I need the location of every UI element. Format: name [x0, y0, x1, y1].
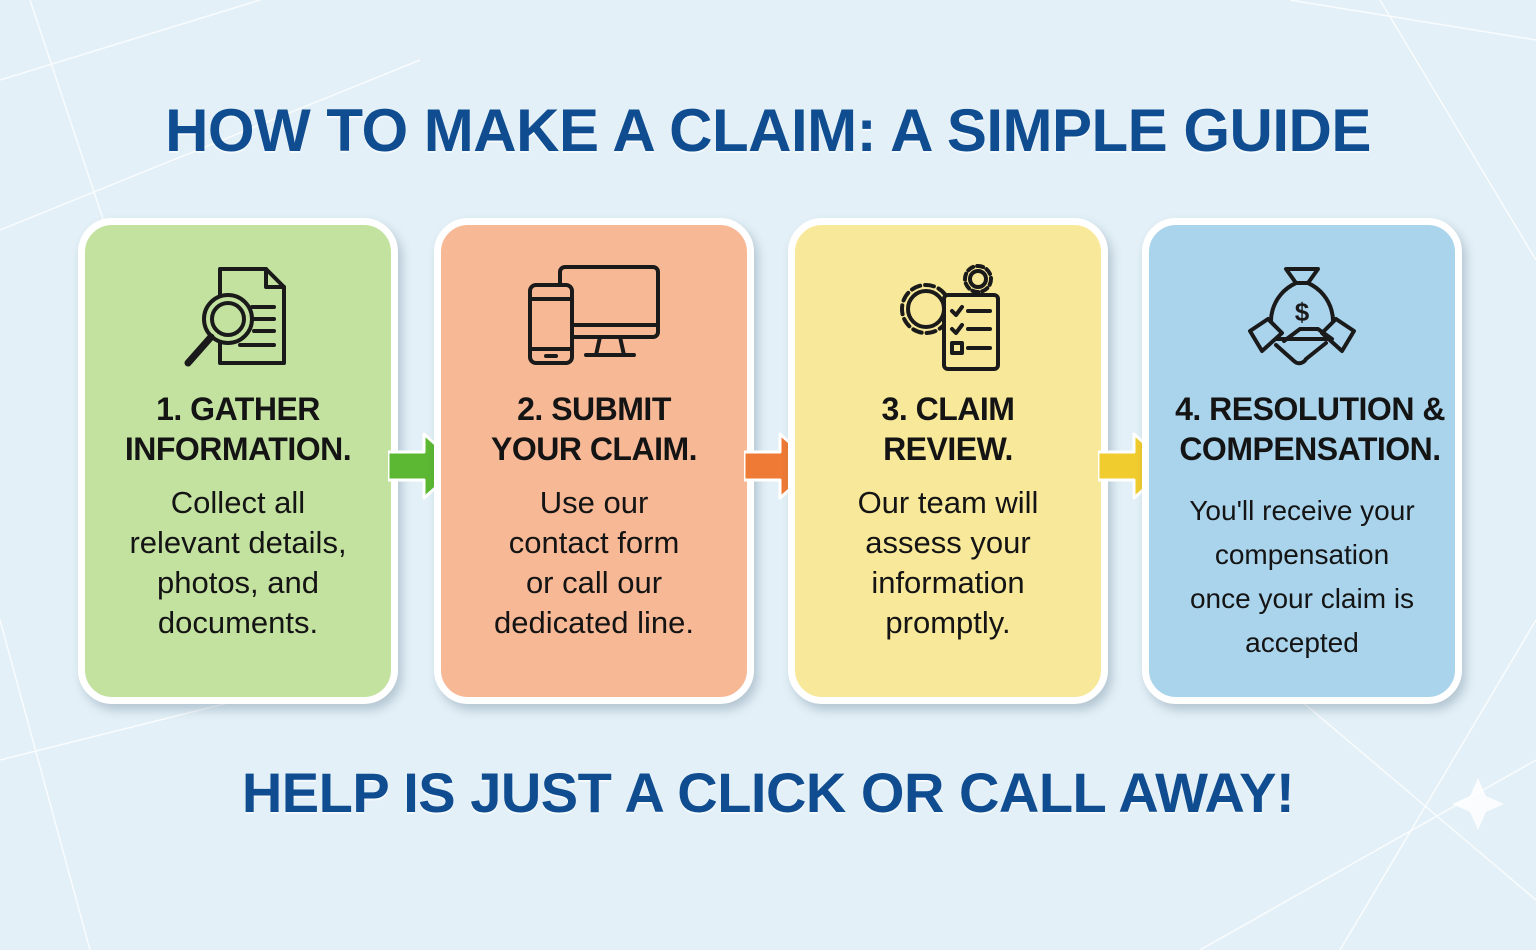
document-search-icon: [85, 259, 391, 377]
step-card-review: 3. CLAIM REVIEW. Our team will assess yo…: [788, 218, 1108, 704]
step-desc-line: You'll receive your: [1189, 495, 1415, 526]
step-heading-line1: 1. GATHER: [156, 391, 320, 427]
money-handshake-icon: $: [1149, 259, 1455, 377]
step-desc-line: Use our: [539, 485, 649, 520]
gears-checklist-icon: [795, 259, 1101, 377]
step-desc-line: Our team will: [857, 485, 1039, 520]
step-heading-line2: INFORMATION.: [124, 431, 352, 467]
step-heading-line1: 3. CLAIM: [881, 391, 1015, 427]
step-card-gather: 1. GATHER INFORMATION. Collect all relev…: [78, 218, 398, 704]
step-desc-line: accepted: [1245, 627, 1359, 658]
footer-tagline: HELP IS JUST A CLICK OR CALL AWAY!: [241, 761, 1295, 824]
step-desc-line: information: [871, 565, 1025, 600]
step-desc-line: promptly.: [885, 605, 1011, 640]
step-desc-line: relevant details,: [129, 525, 347, 560]
step-heading-line2: YOUR CLAIM.: [490, 431, 698, 467]
step-desc-line: dedicated line.: [494, 605, 694, 640]
step-heading-line1: 4. RESOLUTION &: [1175, 391, 1445, 427]
step-desc-line: contact form: [508, 525, 680, 560]
step-heading-line2: REVIEW.: [883, 431, 1013, 467]
devices-icon: [441, 259, 747, 377]
step-desc-line: or call our: [525, 565, 663, 600]
step-heading-line2: COMPENSATION.: [1179, 431, 1441, 467]
step-desc-line: once your claim is: [1189, 583, 1415, 614]
step-desc-line: documents.: [157, 605, 319, 640]
step-heading-line1: 2. SUBMIT: [517, 391, 671, 427]
step-desc-line: Collect all: [170, 485, 306, 520]
page-title: HOW TO MAKE A CLAIM: A SIMPLE GUIDE: [165, 97, 1371, 164]
step-desc-line: assess your: [865, 525, 1031, 560]
step-card-resolution: $ 4. RESOLUTION & COMPENSATION. You'll r…: [1142, 218, 1462, 704]
step-desc-line: compensation: [1214, 539, 1390, 570]
svg-text:$: $: [1295, 297, 1310, 327]
step-desc-line: photos, and: [156, 565, 320, 600]
step-card-submit: 2. SUBMIT YOUR CLAIM. Use our contact fo…: [434, 218, 754, 704]
